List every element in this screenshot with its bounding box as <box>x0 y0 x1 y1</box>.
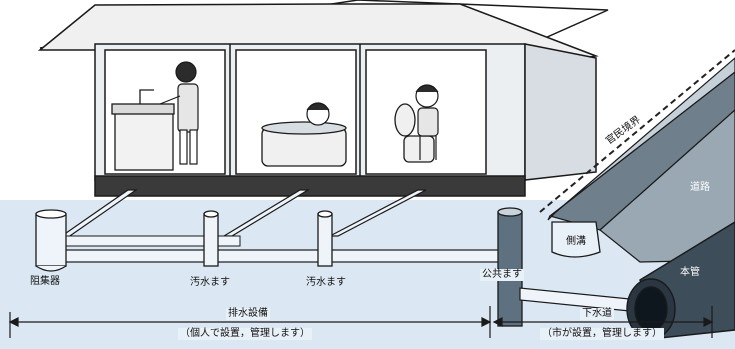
label-sewer: 下水道 <box>580 308 614 320</box>
label-drain-facility-note: （個人で設置，管理します） <box>178 328 312 340</box>
label-public-box: 公共ます <box>480 269 524 281</box>
label-sewer-note: （市が設置，管理します） <box>540 328 664 340</box>
label-road: 道路 <box>690 182 710 194</box>
label-main-pipe: 本管 <box>680 267 700 279</box>
private-main-pipe <box>60 250 500 262</box>
grease-trap <box>36 210 66 271</box>
label-drain-facility: 排水設備 <box>226 308 270 320</box>
house-floor <box>95 176 525 196</box>
label-side-ditch: 側溝 <box>566 236 586 248</box>
label-grease-trap: 阻集器 <box>30 276 60 288</box>
bathtub <box>262 122 346 166</box>
person-bath <box>307 103 329 125</box>
public-box <box>498 208 522 326</box>
label-inspection-box-2: 汚水ます <box>306 277 346 289</box>
house-side <box>525 44 596 180</box>
label-inspection-box-1: 汚水ます <box>190 277 230 289</box>
inspection-box-1 <box>204 211 218 266</box>
inspection-box-2 <box>318 211 332 266</box>
